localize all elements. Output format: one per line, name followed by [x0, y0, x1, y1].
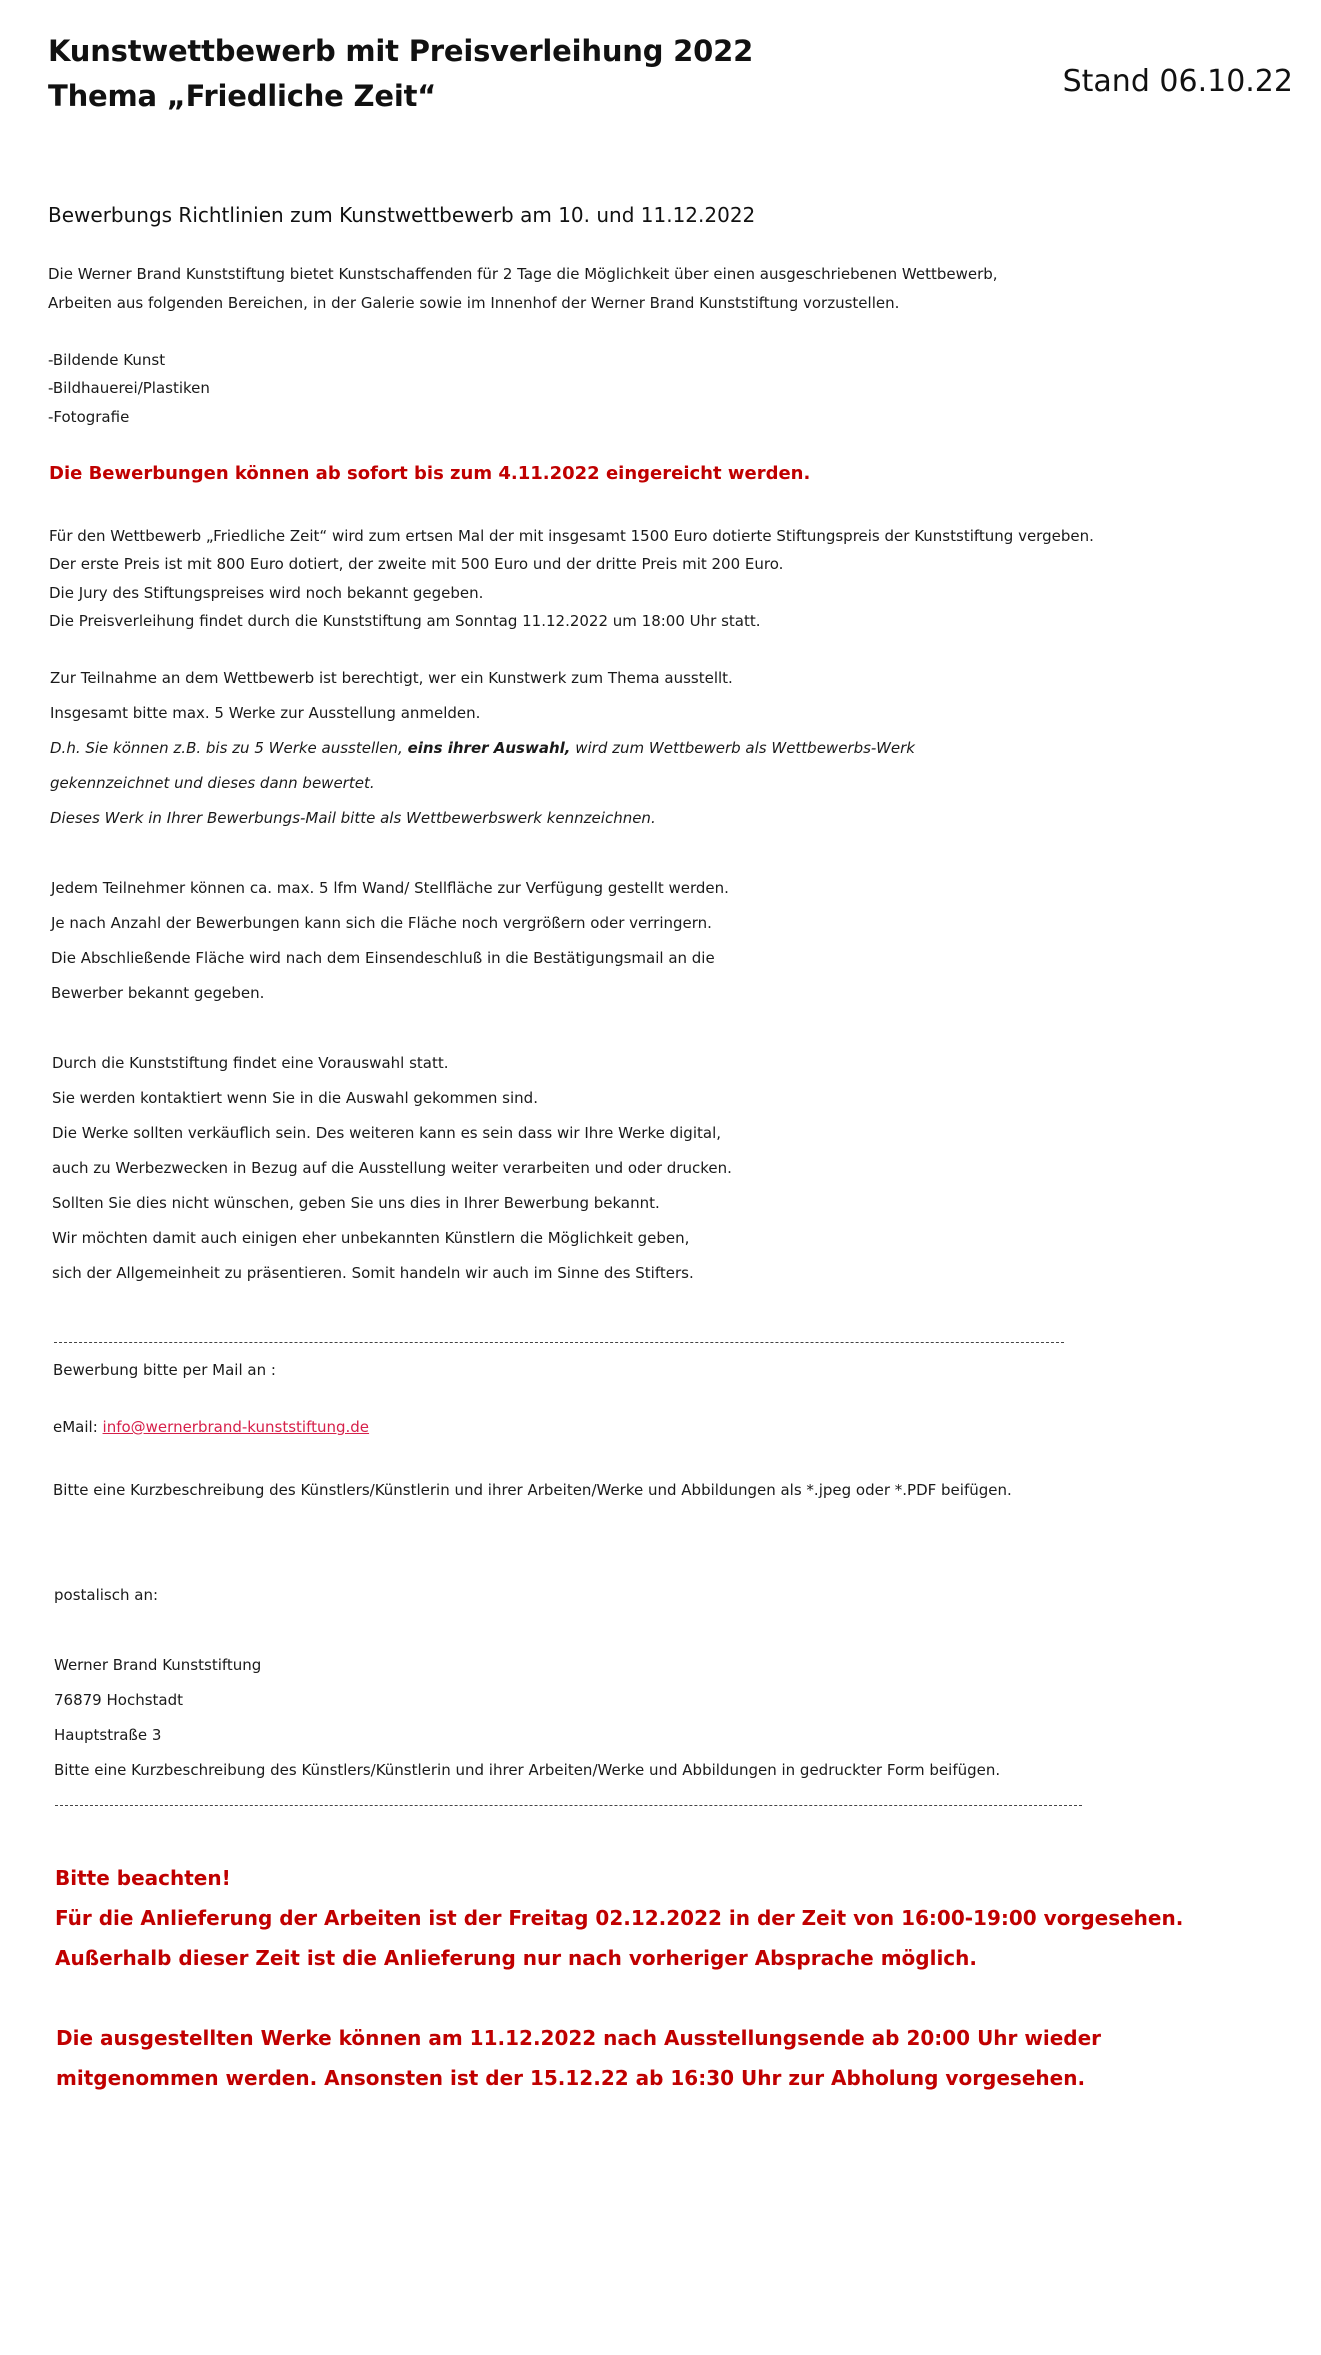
divider	[55, 1805, 1082, 1806]
notice-heading: Bitte beachten!	[55, 1866, 231, 1890]
selection-text-line: Die Werke sollten verkäuflich sein. Des …	[52, 1124, 722, 1142]
email-label: eMail:	[53, 1418, 103, 1436]
selection-text-line: Durch die Kunststiftung findet eine Vora…	[52, 1054, 449, 1072]
prize-text-line: Die Preisverleihung findet durch die Kun…	[49, 612, 761, 630]
participation-text-line: D.h. Sie können z.B. bis zu 5 Werke auss…	[50, 739, 915, 757]
email-link[interactable]: info@wernerbrand-kunststiftung.de	[102, 1418, 370, 1436]
selection-text-line: Sollten Sie dies nicht wünschen, geben S…	[52, 1194, 660, 1212]
page-title: Kunstwettbewerb mit Preisverleihung 2022	[48, 34, 754, 68]
section-heading: Bewerbungs Richtlinien zum Kunstwettbewe…	[48, 203, 756, 227]
selection-text-line: sich der Allgemeinheit zu präsentieren. …	[52, 1264, 694, 1282]
notice-text-line: mitgenommen werden. Ansonsten ist der 15…	[56, 2066, 1086, 2090]
selection-text-line: Sie werden kontaktiert wenn Sie in die A…	[52, 1089, 538, 1107]
prize-text-line: Die Jury des Stiftungspreises wird noch …	[49, 584, 484, 602]
divider	[54, 1342, 1064, 1343]
address-line: Werner Brand Kunststiftung	[54, 1656, 262, 1674]
postal-note: Bitte eine Kurzbeschreibung des Künstler…	[54, 1761, 1001, 1779]
category-item: -Bildhauerei/Plastiken	[48, 379, 210, 397]
participation-text-line: Insgesamt bitte max. 5 Werke zur Ausstel…	[50, 704, 481, 722]
intro-text-line: Arbeiten aus folgenden Bereichen, in der…	[48, 294, 900, 312]
mail-note: Bitte eine Kurzbeschreibung des Künstler…	[53, 1481, 1012, 1499]
address-line: 76879 Hochstadt	[54, 1691, 183, 1709]
prize-text-line: Für den Wettbewerb „Friedliche Zeit“ wir…	[49, 527, 1094, 545]
page-subtitle: Thema „Friedliche Zeit“	[48, 79, 437, 113]
deadline-notice: Die Bewerbungen können ab sofort bis zum…	[49, 463, 811, 484]
selection-text-line: auch zu Werbezwecken in Bezug auf die Au…	[52, 1159, 732, 1177]
category-item: -Fotografie	[48, 408, 130, 426]
mail-intro: Bewerbung bitte per Mail an :	[53, 1361, 276, 1379]
prize-text-line: Der erste Preis ist mit 800 Euro dotiert…	[49, 555, 784, 573]
status-date: Stand 06.10.22	[1062, 64, 1293, 99]
category-item: -Bildende Kunst	[48, 351, 166, 369]
email-line: eMail: info@wernerbrand-kunststiftung.de	[53, 1418, 369, 1436]
space-text-line: Bewerber bekannt gegeben.	[51, 984, 265, 1002]
participation-text-line: gekennzeichnet und dieses dann bewertet.	[50, 774, 375, 792]
space-text-line: Die Abschließende Fläche wird nach dem E…	[51, 949, 715, 967]
notice-text-line: Die ausgestellten Werke können am 11.12.…	[56, 2026, 1102, 2050]
intro-text-line: Die Werner Brand Kunststiftung bietet Ku…	[48, 265, 998, 283]
address-line: Hauptstraße 3	[54, 1726, 162, 1744]
selection-text-line: Wir möchten damit auch einigen eher unbe…	[52, 1229, 690, 1247]
postal-intro: postalisch an:	[54, 1586, 159, 1604]
space-text-line: Jedem Teilnehmer können ca. max. 5 lfm W…	[51, 879, 729, 897]
space-text-line: Je nach Anzahl der Bewerbungen kann sich…	[51, 914, 712, 932]
notice-text-line: Außerhalb dieser Zeit ist die Anlieferun…	[55, 1946, 977, 1970]
participation-text-line: Dieses Werk in Ihrer Bewerbungs-Mail bit…	[50, 809, 656, 827]
notice-text-line: Für die Anlieferung der Arbeiten ist der…	[55, 1906, 1184, 1930]
participation-text-line: Zur Teilnahme an dem Wettbewerb ist bere…	[50, 669, 733, 687]
